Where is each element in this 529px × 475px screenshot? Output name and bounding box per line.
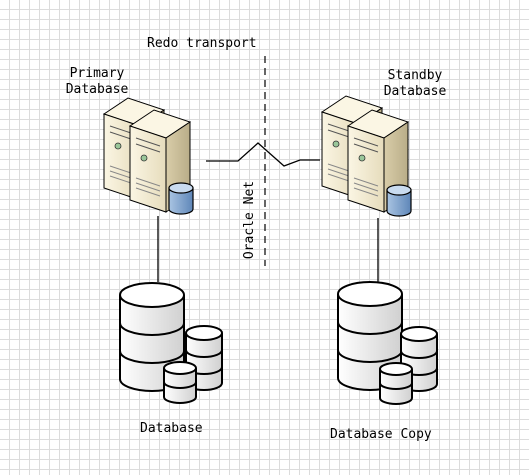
standby-database-label: Standby Database: [380, 68, 450, 100]
primary-label-line2: Database: [65, 82, 129, 97]
redo-transport-label: Redo transport: [147, 36, 257, 51]
oracle-net-label: Oracle Net: [242, 180, 257, 260]
standby-label-line2: Database: [383, 84, 447, 99]
database-label: Database: [140, 421, 203, 436]
database-storage-icon: [119, 282, 223, 404]
database-copy-storage-icon: [337, 281, 438, 405]
primary-database-label: Primary Database: [62, 66, 132, 98]
standby-server-icon: [321, 95, 412, 217]
database-copy-label: Database Copy: [330, 427, 432, 442]
primary-server-icon: [103, 97, 194, 215]
primary-label-line1: Primary: [69, 66, 125, 81]
standby-label-line1: Standby: [387, 68, 443, 83]
redo-transport-link: [206, 142, 320, 167]
